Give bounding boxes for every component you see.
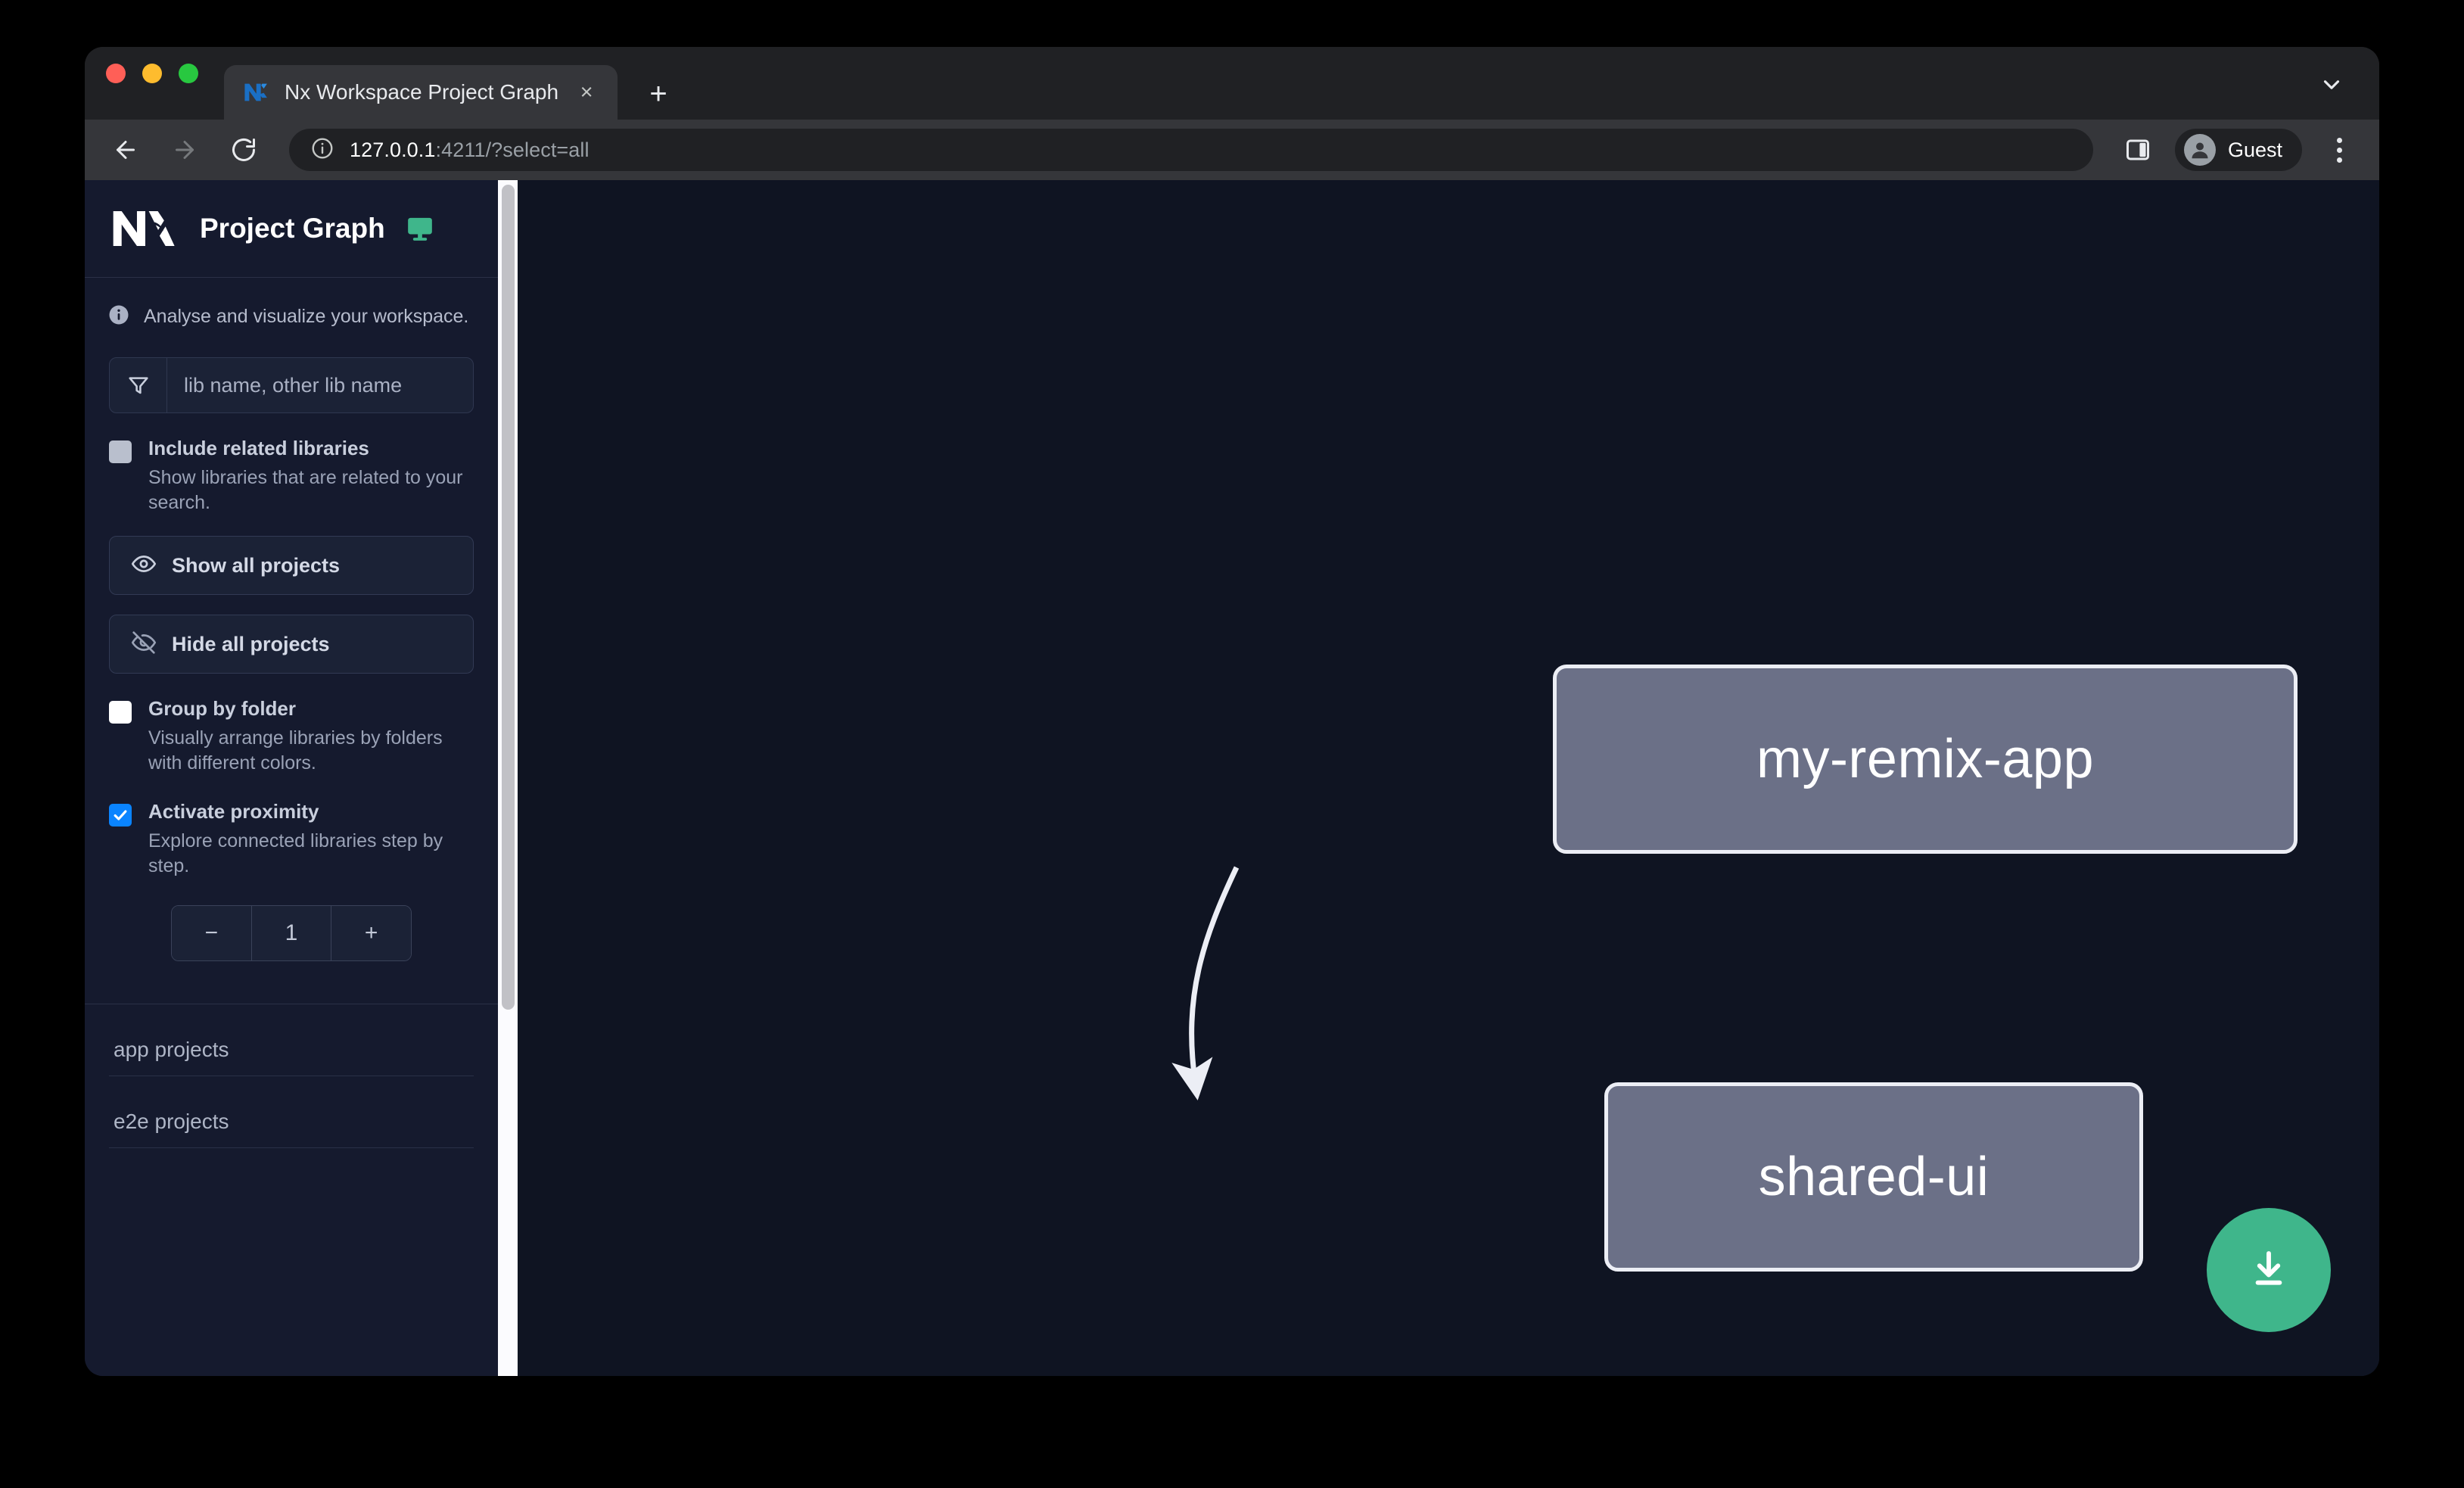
scrollbar-thumb[interactable]	[502, 185, 515, 1010]
proximity-value: 1	[250, 906, 331, 960]
minimize-window-button[interactable]	[142, 64, 162, 83]
monitor-icon[interactable]	[405, 213, 435, 244]
close-window-button[interactable]	[106, 64, 126, 83]
window-controls	[106, 47, 224, 120]
profile-name: Guest	[2227, 138, 2282, 161]
close-tab-icon[interactable]: ×	[580, 79, 593, 104]
nx-favicon-icon	[244, 79, 269, 105]
nx-logo-icon	[110, 205, 180, 252]
side-panel-icon[interactable]	[2120, 132, 2155, 167]
eye-icon	[131, 551, 157, 581]
section-e2e-projects[interactable]: e2e projects	[109, 1076, 474, 1148]
url-host: 127.0.0.1	[350, 138, 436, 161]
address-bar[interactable]: 127.0.0.1:4211/?select=all	[289, 129, 2093, 171]
sidebar: Project Graph	[85, 180, 498, 1376]
graph-node-label: shared-ui	[1758, 1147, 1990, 1207]
url-path: :4211/?select=all	[435, 138, 590, 161]
sidebar-scrollbar[interactable]	[498, 180, 518, 1376]
avatar	[2183, 134, 2216, 166]
tagline-text: Analyse and visualize your workspace.	[144, 306, 469, 327]
maximize-window-button[interactable]	[179, 64, 198, 83]
info-icon	[107, 304, 130, 330]
tab-title: Nx Workspace Project Graph	[285, 80, 559, 104]
download-graph-button[interactable]	[2207, 1208, 2331, 1332]
checkbox-activate-proximity[interactable]	[109, 804, 132, 826]
tab-strip: Nx Workspace Project Graph × +	[85, 47, 2379, 120]
proximity-increment-button[interactable]: +	[331, 906, 411, 960]
search-field[interactable]	[109, 357, 474, 413]
option-group-by-folder[interactable]: Group by folder Visually arrange librari…	[109, 696, 474, 777]
sidebar-controls: Include related libraries Show libraries…	[85, 353, 498, 961]
graph-node-shared-ui[interactable]: shared-ui	[1604, 1082, 2143, 1272]
address-bar-url: 127.0.0.1:4211/?select=all	[350, 139, 590, 162]
filter-icon	[110, 358, 167, 412]
forward-button[interactable]	[165, 130, 204, 170]
graph-edges	[1171, 866, 1240, 1100]
page-title: Project Graph	[200, 213, 385, 244]
browser-menu-button[interactable]	[2322, 130, 2357, 170]
download-icon	[2245, 1244, 2293, 1297]
option-description: Show libraries that are related to your …	[148, 466, 463, 514]
hide-all-projects-button[interactable]: Hide all projects	[109, 615, 474, 674]
chevron-down-icon[interactable]	[2319, 72, 2344, 101]
checkbox-include-related-libraries[interactable]	[109, 440, 132, 463]
graph-canvas[interactable]: my-remix-app shared-ui	[518, 180, 2379, 1376]
hide-all-projects-label: Hide all projects	[172, 632, 330, 655]
profile-button[interactable]: Guest	[2174, 129, 2302, 171]
project-sections: app projects e2e projects	[85, 1004, 498, 1148]
new-tab-button[interactable]: +	[649, 77, 667, 111]
proximity-stepper: − 1 +	[171, 905, 412, 961]
option-description: Explore connected libraries step by step…	[148, 830, 443, 877]
sidebar-tagline: Analyse and visualize your workspace.	[85, 278, 498, 353]
sidebar-header: Project Graph	[85, 180, 498, 277]
browser-toolbar: 127.0.0.1:4211/?select=all Guest	[85, 120, 2379, 180]
section-app-projects[interactable]: app projects	[109, 1004, 474, 1076]
show-all-projects-button[interactable]: Show all projects	[109, 536, 474, 595]
edge-my-remix-app-to-shared-ui	[1171, 866, 1240, 1100]
option-activate-proximity[interactable]: Activate proximity Explore connected lib…	[109, 799, 474, 879]
back-button[interactable]	[106, 130, 145, 170]
option-label: Include related libraries	[148, 437, 369, 459]
page-content: Project Graph	[85, 180, 2379, 1376]
proximity-decrement-button[interactable]: −	[172, 906, 251, 960]
site-info-icon[interactable]	[310, 136, 334, 164]
option-label: Activate proximity	[148, 800, 319, 823]
graph-node-my-remix-app[interactable]: my-remix-app	[1553, 665, 2298, 854]
graph-node-label: my-remix-app	[1756, 729, 2095, 789]
option-description: Visually arrange libraries by folders wi…	[148, 727, 443, 774]
eye-slash-icon	[131, 630, 157, 659]
search-input[interactable]	[167, 373, 473, 397]
show-all-projects-label: Show all projects	[172, 553, 341, 577]
option-include-related-libraries[interactable]: Include related libraries Show libraries…	[109, 436, 474, 516]
reload-button[interactable]	[224, 130, 263, 170]
checkbox-group-by-folder[interactable]	[109, 701, 132, 724]
browser-window: Nx Workspace Project Graph × +	[85, 47, 2379, 1376]
option-label: Group by folder	[148, 697, 296, 720]
divider	[85, 277, 498, 278]
browser-tab[interactable]: Nx Workspace Project Graph ×	[224, 65, 618, 120]
